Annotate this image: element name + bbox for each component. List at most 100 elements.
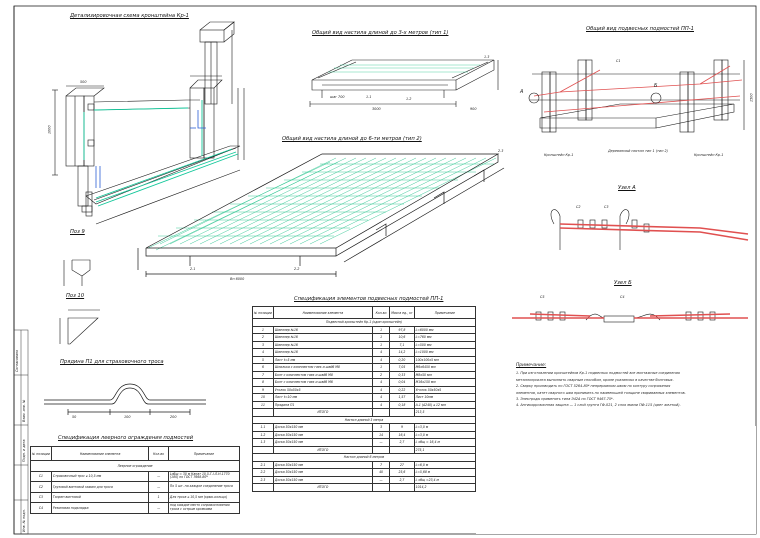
dim-3000: 3000 [372,107,381,111]
table-cell: 7 [252,370,274,379]
section-bracket: Подвесной кронштейн Кр-1 (один кронштейн… [252,318,476,327]
hanging-platform-drawing [530,59,745,133]
table-cell: 9 [252,385,274,394]
table-cell: L=760 мм [413,333,477,342]
bracket-detail-drawing [52,21,245,225]
table-cell: 4 [371,355,391,364]
table-cell: Доска 50х150 мм [272,460,373,469]
table-cell: 100х100х5 мм [413,355,477,364]
label-2-1: 2.1 [190,267,196,271]
table-cell: 7 [371,460,391,469]
spec-fence-header: № позиции Наименование элемента Кол-во П… [30,446,241,461]
table-cell: Грузовой винтовой зажим для троса [50,481,150,493]
pos10-drawing [59,309,100,345]
table-cell: 4 [371,400,391,409]
stamp-agreed: Согласовано [15,349,19,372]
label-2-3: 2.3 [498,149,504,153]
table-cell: 0,20 [389,355,415,364]
table-cell: 0,22 [389,385,415,394]
table-cell: под каждое место соприкосновения троса с… [167,502,241,514]
label-c4: С4 [620,295,625,299]
label-1-1: 1.1 [366,95,372,99]
table-cell: Лист 10мм [413,393,477,402]
table-cell: — [371,438,391,447]
stamp-inv: Инв. № подл. [22,509,26,532]
table-cell: 2 [371,370,391,379]
table-cell: 3 [252,340,274,349]
table-cell: Швеллер №16 [272,325,373,334]
table-cell: 6 [252,363,274,372]
label-bracket: Кронштейн Кр-1 [544,153,574,157]
table-cell: Доска 50х150 мм [272,423,373,432]
platform-3m-title: Общий вид настила длиной до 3-х метров (… [312,30,449,36]
dim-50: 50 [72,415,77,419]
table-cell: Швеллер №16 [272,333,373,342]
table-cell: — [148,502,169,514]
table-cell: Болт с комплектом гаек и шайб М6 [272,378,373,387]
table-cell: 2,7 [389,438,415,447]
table-cell: Лист t=10 мм [272,393,373,402]
table-cell: 14 [371,430,391,439]
col-mass: Масса ед., кг [389,306,415,319]
label-c2: С2 [576,205,581,209]
notes-block: Примечание: 1. При изготовлении кронштей… [516,363,752,408]
node-a-marker [528,92,540,104]
table-cell: 16,4 [389,430,415,439]
notes-heading: Примечание: [516,363,547,368]
label-c3: С3 [604,205,609,209]
spec-main-table: № позиции Наименование элемента Кол-во М… [252,306,477,492]
table-cell: Для троса ⌀ 10,5 мм (крюк-кольцо) [167,491,241,503]
label-c5: С5 [540,295,545,299]
table-cell: 1 [371,340,391,349]
table-cell: 1 [371,363,391,372]
table-cell: М16х150 мм [413,378,477,387]
stamp-sign: Подп. и дата [22,439,26,462]
table-cell: С2 [30,481,52,493]
table-cell: 11 [252,400,274,409]
table-cell: По 5 шт. на каждое соединение троса [167,481,241,493]
note-1: 1. При изготовлении кронштейнов Кр-1 под… [516,371,680,376]
table-cell: 1 [371,325,391,334]
table-cell: 7,1 [389,340,415,349]
node-b-title: Узел Б [614,280,632,286]
table-cell: 2,7 [389,475,415,484]
table-cell: 14,2 [389,348,415,357]
hanging-rope [533,65,743,113]
table-cell: — [148,481,169,493]
section-fence: Леерное ограждение [30,460,240,472]
platform-6m-boards [147,157,497,251]
label-1-3: 1.3 [484,55,490,59]
note-4: 4. Антикоррозионная защита — 1 слой грун… [516,403,681,408]
note-3: 3. Электроды применять типа Э42А по ГОСТ… [516,397,614,402]
note-2: 2. Сварку производить по ГОСТ 5264-80* н… [516,384,671,389]
table-cell: 10 [252,393,274,402]
col-pos: № позиции [252,306,274,319]
left-stamp [13,329,29,535]
table-cell: М8х50 мм [413,370,477,379]
weld-lines [83,100,239,207]
table-cell: С4 [30,502,52,514]
table-cell: Уголок 50х50х5 [272,385,373,394]
label-1-2: 1.2 [406,97,412,101]
col-note: Примечание [413,306,477,319]
table-cell: 40 [371,468,391,477]
spec-main-header: № позиции Наименование элемента Кол-во М… [252,306,477,319]
dim-1000: 1000 [47,125,52,135]
table-cell: Страховочный трос ⌀ 10,5 мм [50,470,150,482]
col-name: Наименование элемента [272,306,373,319]
table-cell: 2.3 [252,475,274,484]
table-cell: Лист t=5 мм [272,355,373,364]
spec-fence-table: № позиции Наименование элемента Кол-во П… [30,446,241,514]
node-b-marker [650,92,662,104]
strip-title: Прядина П1 для страховочного троса [60,359,164,365]
table-cell: 4 [252,348,274,357]
